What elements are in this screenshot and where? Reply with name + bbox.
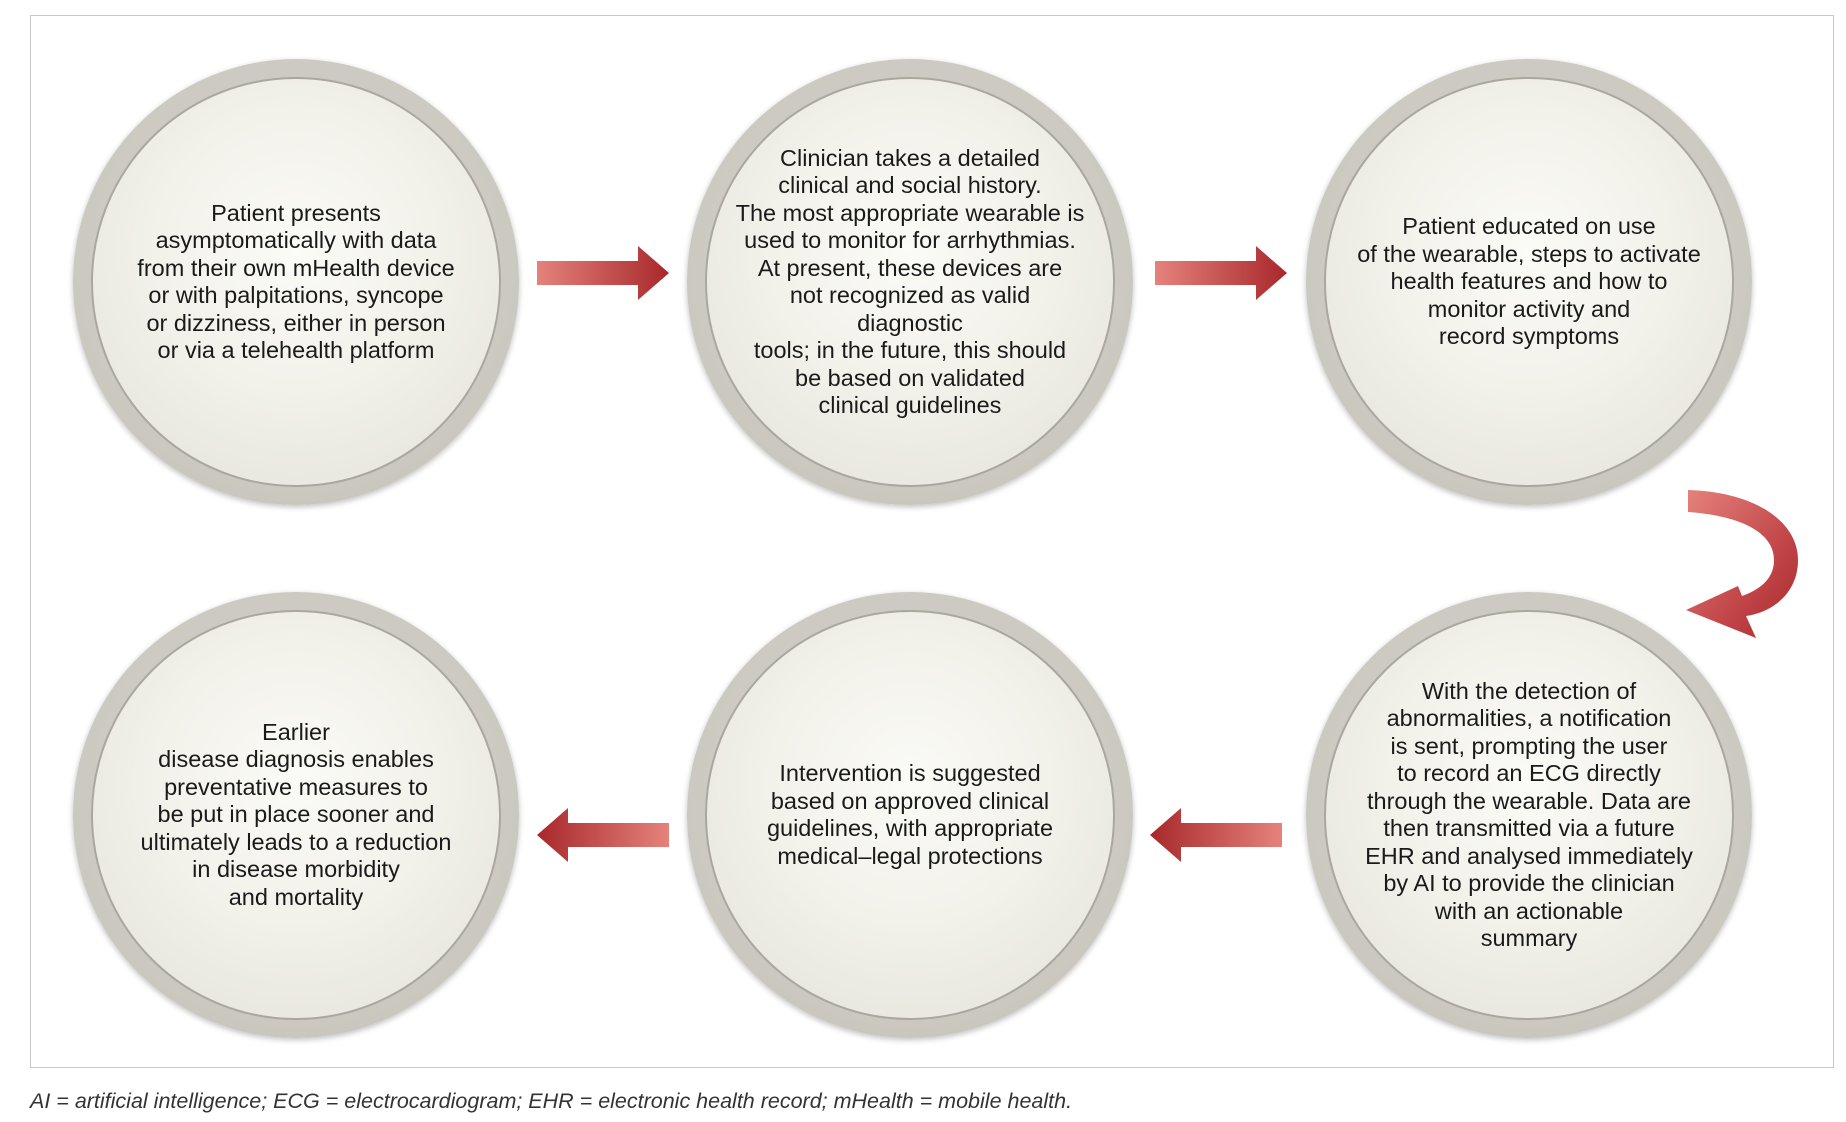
step-6-inner: Earlier disease diagnosis enables preven… [91, 610, 501, 1020]
step-1-inner: Patient presents asymptomatically with d… [91, 77, 501, 487]
step-2-inner: Clinician takes a detailed clinical and … [705, 77, 1115, 487]
step-5-text: Intervention is suggested based on appro… [766, 760, 1054, 869]
arrow-curved-step3-to-step4 [1686, 490, 1798, 638]
step-6-circle: Earlier disease diagnosis enables preven… [73, 592, 519, 1038]
step-4-inner: With the detection of abnormalities, a n… [1324, 610, 1734, 1020]
step-4-text: With the detection of abnormalities, a n… [1365, 677, 1693, 952]
arrow-right-step1-to-step2 [537, 246, 669, 300]
arrow-left-step5-to-step6 [537, 808, 669, 862]
step-2-circle: Clinician takes a detailed clinical and … [687, 59, 1133, 505]
step-3-text: Patient educated on use of the wearable,… [1357, 213, 1701, 350]
arrow-left-step4-to-step5 [1150, 808, 1282, 862]
figure-caption: AI = artificial intelligence; ECG = elec… [30, 1089, 1073, 1113]
step-2-text: Clinician takes a detailed clinical and … [735, 144, 1085, 419]
step-4-circle: With the detection of abnormalities, a n… [1306, 592, 1752, 1038]
step-1-text: Patient presents asymptomatically with d… [137, 199, 455, 364]
arrow-right-step2-to-step3 [1155, 246, 1287, 300]
step-5-circle: Intervention is suggested based on appro… [687, 592, 1133, 1038]
step-6-text: Earlier disease diagnosis enables preven… [140, 718, 452, 910]
step-3-inner: Patient educated on use of the wearable,… [1324, 77, 1734, 487]
step-5-inner: Intervention is suggested based on appro… [705, 610, 1115, 1020]
step-1-circle: Patient presents asymptomatically with d… [73, 59, 519, 505]
step-3-circle: Patient educated on use of the wearable,… [1306, 59, 1752, 505]
